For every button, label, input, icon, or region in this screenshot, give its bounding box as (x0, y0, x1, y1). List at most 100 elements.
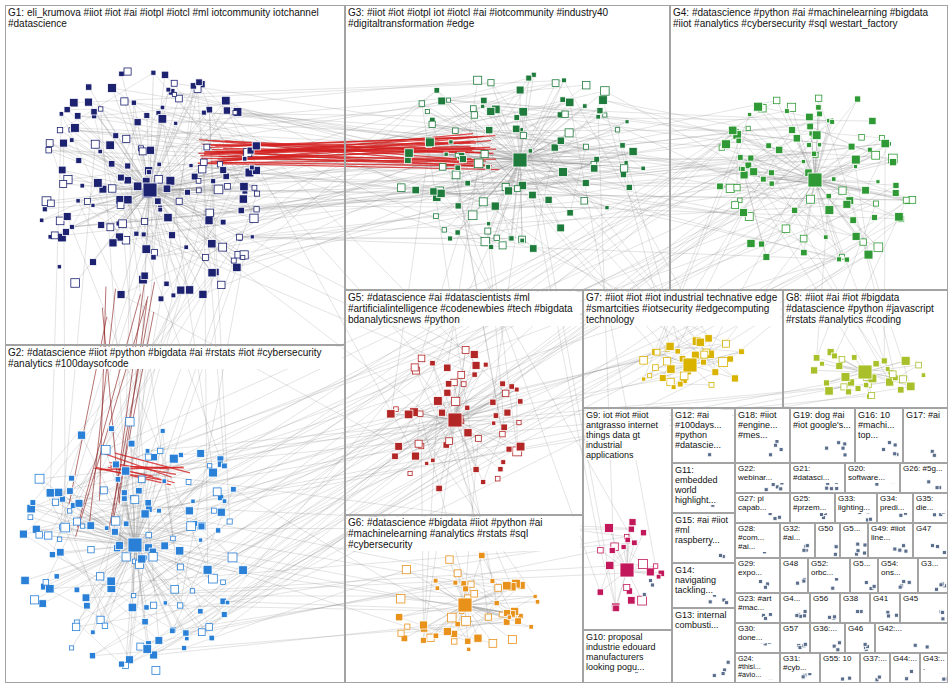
edge-line (144, 144, 886, 235)
vertex-square (503, 581, 512, 590)
vertex-square (242, 157, 247, 162)
vertex-square (806, 113, 814, 121)
vertex-square (30, 596, 38, 604)
vertex-square (552, 80, 559, 87)
vertex-square (39, 600, 47, 608)
edge-line (35, 545, 135, 600)
vertex-square (889, 371, 896, 378)
edge-line (126, 372, 716, 665)
vertex-square (158, 207, 163, 212)
vertex-square (764, 488, 768, 492)
vertex-square (444, 389, 451, 396)
vertex-square (131, 496, 139, 504)
edge-line (771, 173, 889, 382)
vertex-square (851, 155, 860, 164)
vertex-square (481, 104, 485, 108)
vertex-square (519, 236, 526, 243)
edge-line (117, 272, 215, 548)
vertex-square (726, 660, 730, 664)
vertex-square (166, 176, 175, 185)
vertex-square (833, 552, 837, 556)
vertex-square (545, 196, 552, 203)
vertex-square (128, 538, 142, 552)
vertex-square (238, 207, 245, 214)
vertex-square (836, 363, 843, 370)
vertex-square (567, 210, 573, 216)
vertex-square (583, 104, 587, 108)
vertex-square (396, 594, 405, 603)
edge-line (184, 570, 406, 648)
vertex-square (125, 163, 131, 169)
vertex-square (876, 180, 880, 184)
vertex-square (836, 648, 840, 652)
vertex-square (889, 159, 896, 166)
vertex-square (141, 232, 146, 237)
vertex-square (601, 87, 610, 96)
vertex-square (115, 541, 123, 549)
vertex-square (465, 638, 471, 644)
vertex-square (196, 188, 201, 193)
vertex-square (611, 603, 620, 612)
vertex-square (151, 255, 156, 260)
vertex-square (191, 499, 195, 503)
vertex-square (162, 479, 167, 484)
vertex-square (90, 259, 97, 266)
vertex-square (680, 372, 688, 380)
vertex-square (632, 540, 638, 546)
edge-line (704, 154, 814, 362)
vertex-square (904, 549, 908, 553)
vertex-square (155, 176, 163, 184)
vertex-square (60, 181, 67, 188)
vertex-square (221, 580, 226, 585)
vertex-square (518, 399, 523, 404)
vertex-square (863, 543, 867, 547)
edge-line (605, 91, 772, 184)
edge-line (112, 283, 144, 522)
vertex-square (862, 186, 870, 194)
vertex-square (117, 202, 124, 209)
vertex-square (71, 124, 80, 133)
vertex-square (507, 615, 511, 619)
vertex-square (397, 184, 405, 192)
vertex-square (84, 602, 91, 609)
vertex-square (144, 113, 150, 119)
edge-line (186, 154, 814, 633)
edge-line (814, 370, 865, 372)
vertex-square (671, 385, 676, 390)
vertex-square (76, 199, 80, 203)
edge-line (40, 273, 213, 479)
vertex-square (404, 157, 411, 164)
vertex-square (433, 397, 442, 406)
vertex-square (653, 365, 659, 371)
vertex-square (558, 168, 567, 177)
vertex-square (871, 214, 877, 220)
vertex-square (874, 243, 883, 252)
vertex-square (408, 471, 412, 475)
vertex-square (225, 600, 230, 605)
vertex-square (145, 454, 151, 460)
vertex-square (468, 211, 477, 220)
vertex-square (446, 556, 453, 563)
vertex-square (807, 195, 815, 203)
vertex-square (863, 642, 867, 646)
vertex-square (515, 618, 522, 625)
vertex-square (405, 624, 410, 629)
vertex-square (115, 477, 121, 483)
vertex-square (163, 601, 167, 605)
edge-line (46, 545, 135, 582)
vertex-square (147, 170, 152, 175)
vertex-square (178, 603, 183, 608)
edge-line (603, 100, 779, 150)
vertex-square (893, 547, 897, 551)
edge-line (443, 121, 829, 167)
vertex-square (91, 109, 97, 115)
vertex-square (864, 250, 873, 259)
edge-line (102, 308, 119, 504)
vertex-square (488, 80, 494, 86)
vertex-square (461, 382, 466, 387)
vertex-square (184, 245, 188, 249)
vertex-square (721, 671, 725, 675)
vertex-square (893, 452, 897, 456)
vertex-square (176, 198, 182, 204)
vertex-square (198, 523, 205, 530)
